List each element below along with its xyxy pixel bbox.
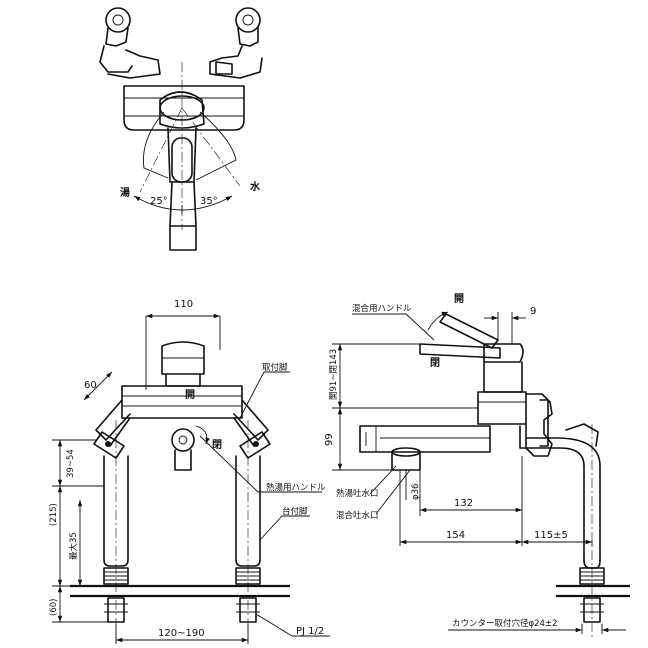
mount-leg-label: 取付脚 <box>262 362 288 373</box>
angle-hot: 25° <box>150 196 168 207</box>
dim-pitch: 120~190 <box>158 628 205 639</box>
cold-label: 水 <box>249 180 261 193</box>
hot-label: 湯 <box>120 186 130 199</box>
open-label-side: 開 <box>454 293 464 305</box>
dim-max35: 最大35 <box>68 532 79 560</box>
dim-dia36: φ36 <box>411 484 421 500</box>
mount-nut-label: 台付脚 <box>282 506 308 517</box>
hot-outlet-label: 熱湯吐水口 <box>336 488 379 499</box>
left-valve-knob <box>99 7 161 79</box>
close-label-side: 閉 <box>430 357 440 369</box>
side-view: 開 閉 混合用ハンドル <box>324 293 630 640</box>
angle-cold: 35° <box>200 196 218 207</box>
right-valve-knob <box>209 7 263 79</box>
dim-60-bottom: (60) <box>49 599 59 616</box>
open-label-front: 開 <box>185 389 195 401</box>
front-view: 110 開 閉 <box>49 299 330 644</box>
close-label-front: 閉 <box>212 439 222 451</box>
dim-60: 60 <box>84 380 97 391</box>
dim-width: 110 <box>174 299 193 310</box>
dim-99: 99 <box>324 433 335 446</box>
mix-handle-label: 混合用ハンドル <box>352 303 412 314</box>
dim-height: 開91~閉143 <box>329 349 339 400</box>
pj-label: PJ 1/2 <box>296 626 324 637</box>
dim-154: 154 <box>446 530 465 541</box>
dim-215: (215) <box>49 503 59 526</box>
dim-132: 132 <box>454 498 473 509</box>
hot-handle-label: 熱湯用ハンドル <box>266 482 326 493</box>
top-spout <box>169 181 197 251</box>
dim-115: 115±5 <box>534 530 568 541</box>
top-view: 湯 水 25° 35° <box>99 7 263 251</box>
mix-outlet-label: 混合吐水口 <box>336 510 379 521</box>
lever-swing <box>133 62 241 230</box>
dim-39-54: 39~54 <box>66 449 76 478</box>
dim-9: 9 <box>530 306 536 317</box>
counter-hole-label: カウンター取付穴径φ24±2 <box>452 618 557 629</box>
